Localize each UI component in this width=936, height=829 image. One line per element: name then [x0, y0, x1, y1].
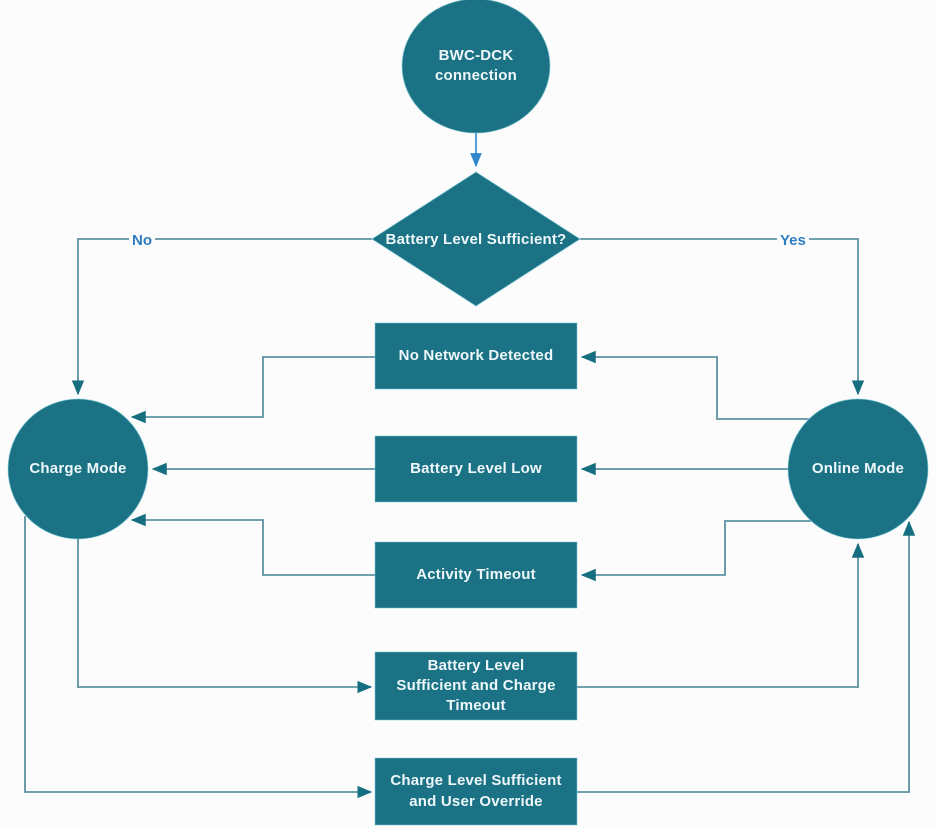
- edge-activity-timeout-to-charge: [130, 513, 375, 576]
- edge-user-override-to-online: [577, 520, 916, 793]
- process-box-charge-timeout: [374, 651, 578, 721]
- online-mode-node: [787, 398, 929, 540]
- charge-mode-node: [7, 398, 149, 540]
- process-box-user-override: [374, 757, 578, 826]
- edge-online-to-activity-timeout: [580, 520, 811, 582]
- edge-decision-no-to-charge: [71, 238, 372, 396]
- edge-charge-to-user-override: [24, 516, 373, 799]
- edge-charge-timeout-to-online: [577, 542, 865, 688]
- start-node: [401, 0, 551, 134]
- process-box-activity-timeout: [374, 541, 578, 609]
- process-box-no-network: [374, 322, 578, 390]
- process-box-battery-low: [374, 435, 578, 503]
- edge-no-network-to-charge: [130, 356, 375, 424]
- edge-charge-to-charge-timeout: [77, 539, 373, 694]
- edge-online-to-no-network: [580, 350, 809, 420]
- decision-node: [371, 171, 581, 307]
- edge-decision-yes-to-online: [580, 238, 865, 396]
